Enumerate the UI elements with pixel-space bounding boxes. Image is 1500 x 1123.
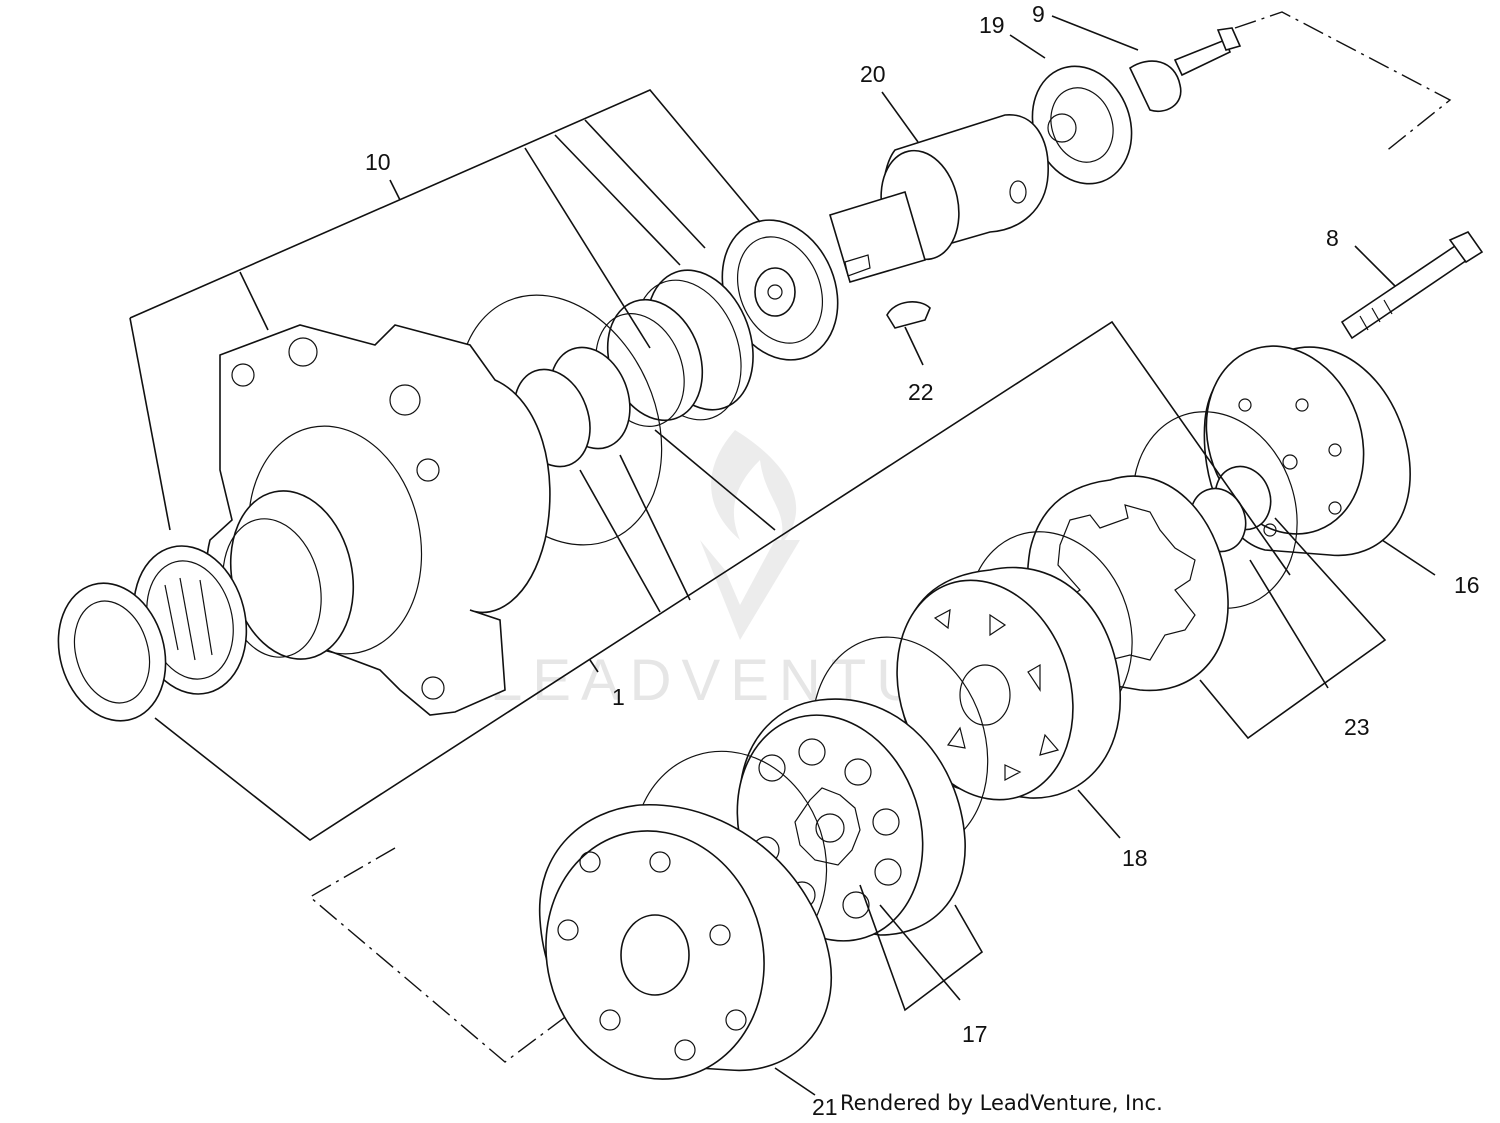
part-manifold-plate <box>896 566 1121 801</box>
callout-1: 1 <box>612 684 625 710</box>
part-thrust-bearing <box>721 219 839 361</box>
part-key <box>886 301 931 329</box>
callout-16: 16 <box>1454 572 1480 598</box>
part-drive-shaft <box>829 114 1049 283</box>
callout-17: 17 <box>962 1021 988 1047</box>
callout-23: 23 <box>1344 714 1370 740</box>
part-coupling-shaft <box>1128 27 1242 112</box>
leader-lines <box>129 15 1436 1096</box>
part-front-seal <box>57 582 167 722</box>
part-gerotor <box>736 698 966 942</box>
part-bolt <box>1340 231 1484 340</box>
part-housing <box>206 324 551 716</box>
watermark-v-icon <box>700 540 800 640</box>
part-wear-plate <box>538 804 833 1080</box>
credit-text: Rendered by LeadVenture, Inc. <box>840 1091 1163 1115</box>
callout-21: 21 <box>812 1094 838 1120</box>
callout-8: 8 <box>1326 225 1339 251</box>
callout-9: 9 <box>1032 1 1045 27</box>
callout-22: 22 <box>908 379 934 405</box>
callout-20: 20 <box>860 61 886 87</box>
callout-19: 19 <box>979 12 1005 38</box>
part-washers <box>595 269 754 427</box>
alignment-line-top <box>1234 11 1452 153</box>
callout-10: 10 <box>365 149 391 175</box>
callout-18: 18 <box>1122 845 1148 871</box>
watermark-flame-icon <box>711 430 797 545</box>
